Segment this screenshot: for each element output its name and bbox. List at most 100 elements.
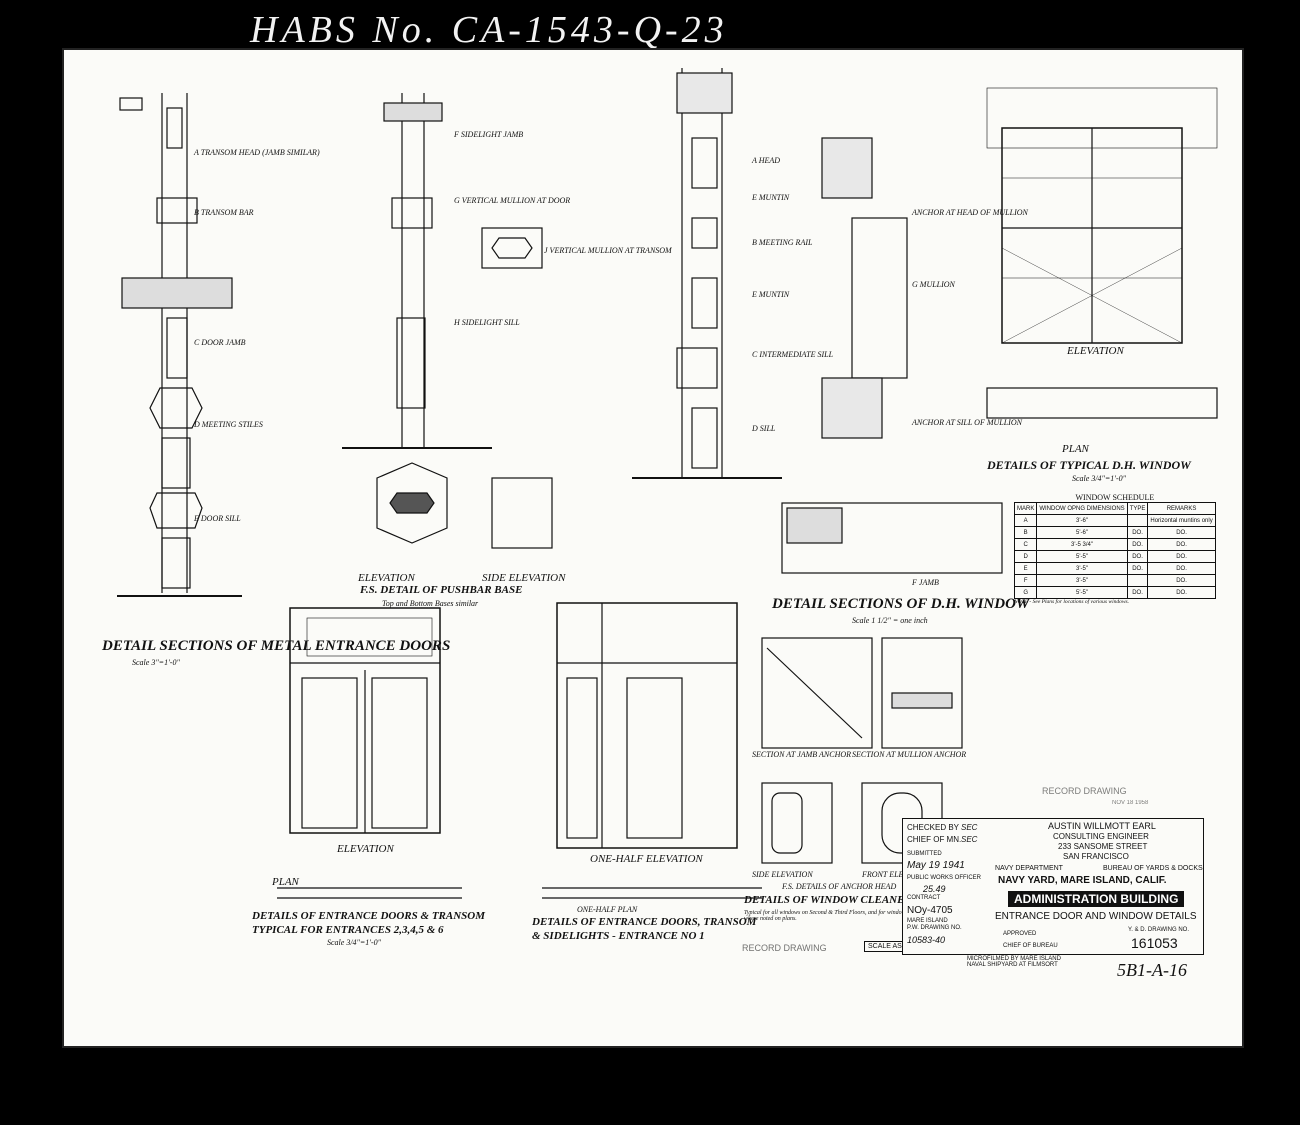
checked-by-value: SEC xyxy=(961,823,978,832)
cleaner-anchors-note: Typical for all windows on Second & Thir… xyxy=(744,910,944,922)
date-stamp: NOV 18 1958 xyxy=(1112,800,1149,806)
pushbar-elevation-label: ELEVATION xyxy=(358,572,415,584)
section-label-a: A TRANSOM HEAD (JAMB SIMILAR) xyxy=(194,148,320,157)
chief-bureau-label: CHIEF OF BUREAU xyxy=(1003,943,1058,949)
ws-cell: DO. xyxy=(1126,526,1149,539)
typical-window-scale: Scale 3/4"=1'-0" xyxy=(1072,474,1127,483)
ws-cell: DO. xyxy=(1126,586,1149,599)
engineer-city: SAN FRANCISCO xyxy=(1063,852,1129,861)
ws-cell: Horizontal muntins only xyxy=(1147,514,1216,527)
ws-cell: DO. xyxy=(1147,526,1216,539)
ws-cell: A xyxy=(1013,514,1038,527)
ws-cell: 5'-5" xyxy=(1036,586,1128,599)
chief-label: CHIEF OF MN. xyxy=(907,835,962,844)
anchor-front-elevation: FRONT ELEVATION xyxy=(862,870,931,879)
section-label-f: F SIDELIGHT JAMB xyxy=(454,130,524,139)
ws-cell: DO. xyxy=(1147,538,1216,551)
ws-header-remarks: REMARKS xyxy=(1147,502,1216,515)
ws-cell: DO. xyxy=(1126,550,1149,563)
window-label-anchor-head: ANCHOR AT HEAD OF MULLION xyxy=(912,208,1028,217)
checked-by-label: CHECKED BY xyxy=(907,823,960,832)
section-label-j: J VERTICAL MULLION AT TRANSOM xyxy=(544,246,672,255)
public-works-label: PUBLIC WORKS OFFICER xyxy=(907,875,982,881)
window-schedule-table: MARK WINDOW OPNG DIMENSIONS TYPE REMARKS… xyxy=(1013,502,1216,599)
navy-department: NAVY DEPARTMENT xyxy=(995,865,1063,872)
drawing-sheet: DETAIL SECTIONS OF METAL ENTRANCE DOORS … xyxy=(62,48,1244,1048)
window-label-muntin-2: E MUNTIN xyxy=(752,290,790,299)
submitted-date: May 19 1941 xyxy=(907,860,965,871)
ws-cell: D xyxy=(1013,550,1038,563)
ws-cell: DO. xyxy=(1147,574,1216,587)
engineer-address: 233 SANSOME STREET xyxy=(1058,842,1148,851)
one-half-elevation: ONE-HALF ELEVATION xyxy=(590,853,703,865)
section-label-g: G VERTICAL MULLION AT DOOR xyxy=(454,196,571,205)
ws-header-type: TYPE xyxy=(1126,502,1149,515)
chief-value: SEC xyxy=(961,835,978,844)
pw-number: 10583-40 xyxy=(907,935,946,945)
contract-label: CONTRACT xyxy=(907,895,941,901)
ws-cell: G xyxy=(1013,586,1038,599)
anchor-head-title: F.S. DETAILS OF ANCHOR HEAD xyxy=(782,882,897,891)
metal-doors-scale: Scale 3"=1'-0" xyxy=(132,658,180,667)
anchor-side-elevation: SIDE ELEVATION xyxy=(752,870,813,879)
ws-cell: 3'-5 3/4" xyxy=(1036,538,1128,551)
window-label-jamb: F JAMB xyxy=(912,578,939,587)
pw-drawing-label: P.W. DRAWING NO. xyxy=(907,925,962,931)
entrance-doors-scale: Scale 3/4"=1'-0" xyxy=(327,938,382,947)
ws-cell: 3'-5" xyxy=(1036,574,1128,587)
ws-header-dims: WINDOW OPNG DIMENSIONS xyxy=(1036,502,1128,515)
contract-no: 25.49 xyxy=(923,884,946,894)
dh-window-title: DETAIL SECTIONS OF D.H. WINDOW xyxy=(772,596,1030,612)
record-drawing-stamp: RECORD DRAWING xyxy=(1042,786,1127,796)
drawing-subtitle: ENTRANCE DOOR AND WINDOW DETAILS xyxy=(995,911,1197,922)
ws-cell: 3'-5" xyxy=(1036,562,1128,575)
engineer-role: CONSULTING ENGINEER xyxy=(1053,832,1149,841)
section-mullion-anchor: SECTION AT MULLION ANCHOR xyxy=(852,750,967,759)
section-jamb-anchor: SECTION AT JAMB ANCHOR xyxy=(752,750,852,759)
entrance-doors-typical: TYPICAL FOR ENTRANCES 2,3,4,5 & 6 xyxy=(252,924,444,936)
technical-drawing xyxy=(117,68,1218,899)
typical-window-title: DETAILS OF TYPICAL D.H. WINDOW xyxy=(987,458,1191,472)
section-label-d: D MEETING STILES xyxy=(194,420,263,429)
window-label-sill: D SILL xyxy=(752,424,776,433)
section-label-h: H SIDELIGHT SILL xyxy=(454,318,520,327)
window-label-meeting-rail: B MEETING RAIL xyxy=(752,238,813,247)
bottom-border xyxy=(0,1048,1300,1125)
building-name: ADMINISTRATION BUILDING xyxy=(1008,891,1185,907)
entrance-doors-title: DETAILS OF ENTRANCE DOORS & TRANSOM xyxy=(252,910,485,922)
window-label-anchor-sill: ANCHOR AT SILL OF MULLION xyxy=(912,418,1022,427)
ws-cell: DO. xyxy=(1147,562,1216,575)
title-block: CHECKED BY SEC CHIEF OF MN. SEC AUSTIN W… xyxy=(902,818,1204,955)
pushbar-note: Top and Bottom Bases similar xyxy=(382,599,479,608)
noy-number: NOy-4705 xyxy=(907,905,953,916)
ws-cell xyxy=(1126,574,1149,587)
window-label-int-sill: C INTERMEDIATE SILL xyxy=(752,350,834,359)
ws-cell xyxy=(1126,514,1149,527)
record-drawing-stamp-2: RECORD DRAWING xyxy=(742,943,827,953)
window-label-muntin-1: E MUNTIN xyxy=(752,193,790,202)
entrance-no1-title-2: & SIDELIGHTS - ENTRANCE NO 1 xyxy=(532,930,705,942)
ws-cell: F xyxy=(1013,574,1038,587)
ws-cell: DO. xyxy=(1126,538,1149,551)
bureau: BUREAU OF YARDS & DOCKS xyxy=(1103,865,1203,872)
one-half-plan: ONE-HALF PLAN xyxy=(577,905,638,914)
microfilm-stamp: MICROFILMED BY MARE ISLAND NAVAL SHIPYAR… xyxy=(967,956,1061,968)
pushbar-title: F.S. DETAIL OF PUSHBAR BASE xyxy=(360,584,523,596)
entrance-plan-label: PLAN xyxy=(272,876,299,888)
approved-label: APPROVED xyxy=(1003,931,1037,937)
submitted-label: SUBMITTED xyxy=(907,851,942,857)
window-schedule-title: WINDOW SCHEDULE xyxy=(1075,493,1155,502)
ws-cell: 5'-5" xyxy=(1036,550,1128,563)
ws-cell: 5'-6" xyxy=(1036,526,1128,539)
drawing-number: 161053 xyxy=(1131,935,1178,951)
window-schedule-note: NOTE - See Plans for locations of variou… xyxy=(1014,599,1130,605)
section-label-c: C DOOR JAMB xyxy=(194,338,246,347)
window-label-head: A HEAD xyxy=(752,156,781,165)
habs-number: HABS No. CA-1543-Q-23 xyxy=(250,9,728,51)
